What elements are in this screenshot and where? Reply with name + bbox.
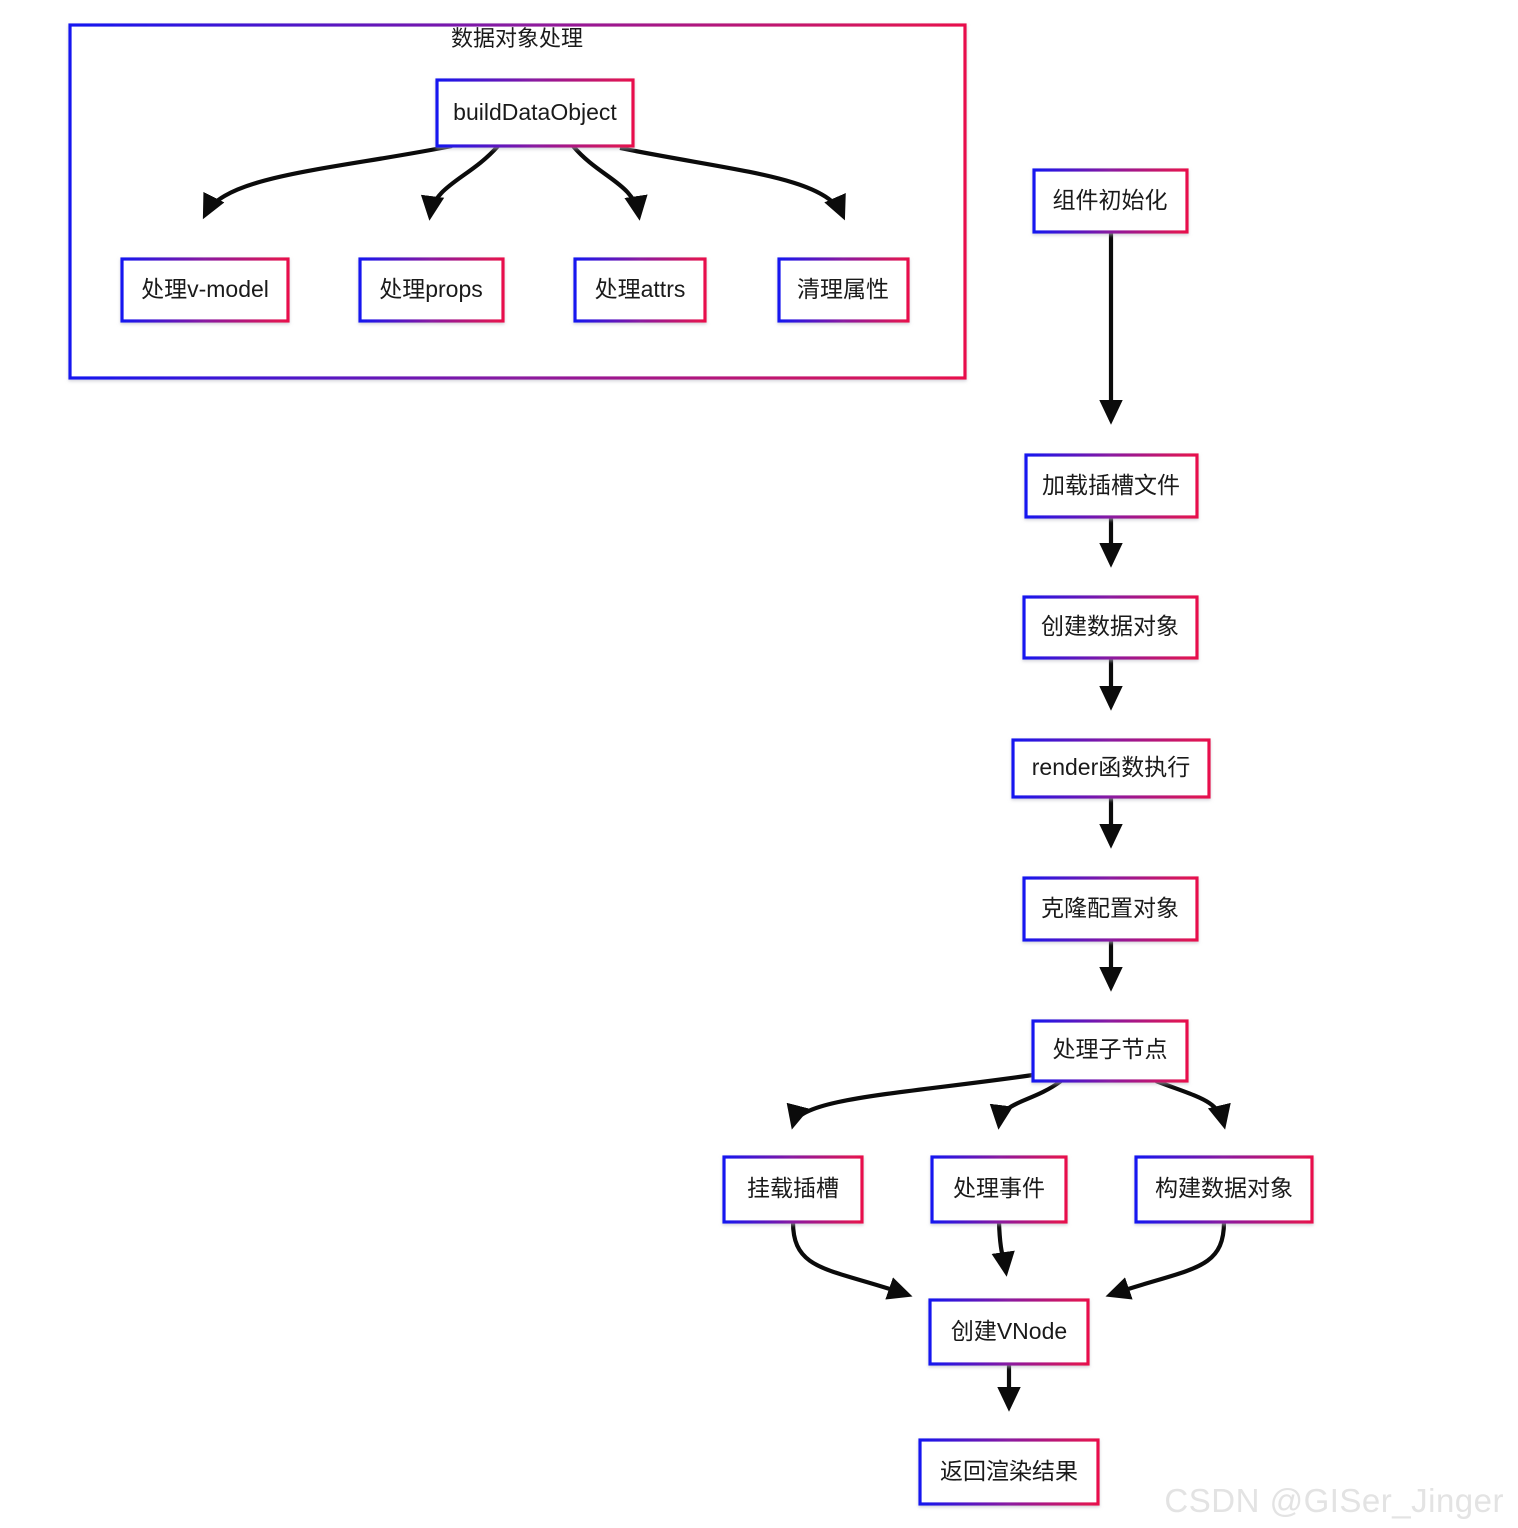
node-box[interactable]: [1024, 453, 1199, 519]
subgraph-title: 数据对象处理: [451, 26, 583, 51]
node-handle-events[interactable]: 处理事件: [930, 1155, 1068, 1224]
node-box[interactable]: [573, 257, 707, 323]
node-clone-config-object[interactable]: 克隆配置对象: [1022, 876, 1199, 942]
node-label: 清理属性: [797, 276, 889, 302]
node-box[interactable]: [1031, 1019, 1189, 1083]
node-label: render函数执行: [1032, 754, 1190, 780]
node-label: 创建VNode: [951, 1318, 1067, 1344]
node-label: 处理子节点: [1053, 1036, 1168, 1062]
node-box[interactable]: [358, 257, 505, 323]
node-render-exec[interactable]: render函数执行: [1011, 738, 1211, 799]
node-mount-slot[interactable]: 挂载插槽: [722, 1155, 864, 1224]
node-create-vnode[interactable]: 创建VNode: [928, 1298, 1090, 1366]
node-box[interactable]: [777, 257, 910, 323]
node-build-data-object[interactable]: 构建数据对象: [1134, 1155, 1314, 1224]
edge-handle-children-to-handle-events: [989, 1079, 1063, 1130]
node-box[interactable]: [1032, 168, 1189, 234]
subgraph-edges: [202, 143, 846, 221]
node-load-slot-file[interactable]: 加载插槽文件: [1024, 453, 1199, 519]
node-box[interactable]: [435, 78, 635, 148]
node-label: 处理props: [379, 276, 483, 302]
node-label: 克隆配置对象: [1041, 895, 1179, 921]
csdn-watermark: CSDN @GISer_Jinger: [1164, 1482, 1504, 1519]
edge-buildDataObject-to-handle-attrs: [571, 144, 648, 221]
edge-build-data-object-node-to-create-vnode: [1105, 1221, 1227, 1300]
node-component-init[interactable]: 组件初始化: [1032, 168, 1189, 234]
node-label: 处理事件: [953, 1175, 1045, 1201]
node-box[interactable]: [1022, 595, 1199, 660]
node-box[interactable]: [120, 257, 290, 323]
node-box[interactable]: [1011, 738, 1211, 799]
node-box[interactable]: [1022, 876, 1199, 942]
node-handle-children[interactable]: 处理子节点: [1031, 1019, 1189, 1083]
node-label: 构建数据对象: [1155, 1175, 1293, 1201]
edge-handle-children-to-mount-slot: [786, 1072, 1034, 1130]
edge-handle-events-to-create-vnode: [991, 1221, 1015, 1277]
node-box[interactable]: [928, 1298, 1090, 1366]
node-label: 创建数据对象: [1041, 613, 1179, 639]
node-create-data-object[interactable]: 创建数据对象: [1022, 595, 1199, 660]
node-box[interactable]: [722, 1155, 864, 1224]
edge-buildDataObject-to-handle-v-model: [202, 143, 453, 220]
node-handle-v-model[interactable]: 处理v-model: [120, 257, 290, 323]
node-handle-attrs[interactable]: 处理attrs: [573, 257, 707, 323]
node-box[interactable]: [918, 1438, 1100, 1506]
node-label: 加载插槽文件: [1042, 472, 1180, 498]
node-label: 组件初始化: [1053, 187, 1168, 213]
node-handle-props[interactable]: 处理props: [358, 257, 505, 323]
node-clean-attributes[interactable]: 清理属性: [777, 257, 910, 323]
node-box[interactable]: [930, 1155, 1068, 1224]
node-box[interactable]: [1134, 1155, 1314, 1224]
node-buildDataObject[interactable]: buildDataObject: [435, 78, 635, 148]
edge-mount-slot-to-create-vnode: [790, 1221, 913, 1300]
node-label: 处理v-model: [141, 276, 269, 302]
node-label: buildDataObject: [453, 99, 617, 125]
edge-buildDataObject-to-clean-attributes: [619, 145, 846, 221]
main-edges: [786, 232, 1231, 1412]
node-label: 挂载插槽: [747, 1175, 839, 1201]
node-return-render-result[interactable]: 返回渲染结果: [918, 1438, 1100, 1506]
node-label: 处理attrs: [595, 276, 686, 302]
edge-buildDataObject-to-handle-props: [420, 144, 500, 221]
node-label: 返回渲染结果: [940, 1458, 1078, 1484]
edge-handle-children-to-build-data-object-node: [1155, 1079, 1231, 1130]
